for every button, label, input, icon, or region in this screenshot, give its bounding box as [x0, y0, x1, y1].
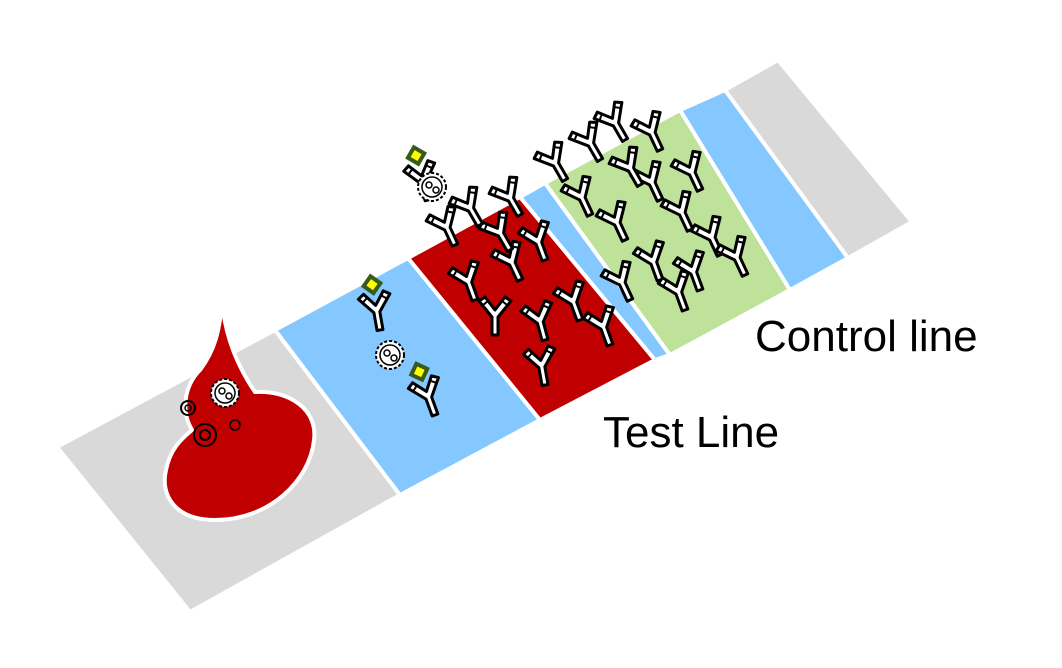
absorbent-pad	[722, 57, 916, 261]
control-line-label: Control line	[755, 312, 978, 361]
blood-drop	[162, 299, 317, 523]
test-line-label: Test Line	[603, 408, 780, 457]
test-strip	[53, 57, 916, 615]
